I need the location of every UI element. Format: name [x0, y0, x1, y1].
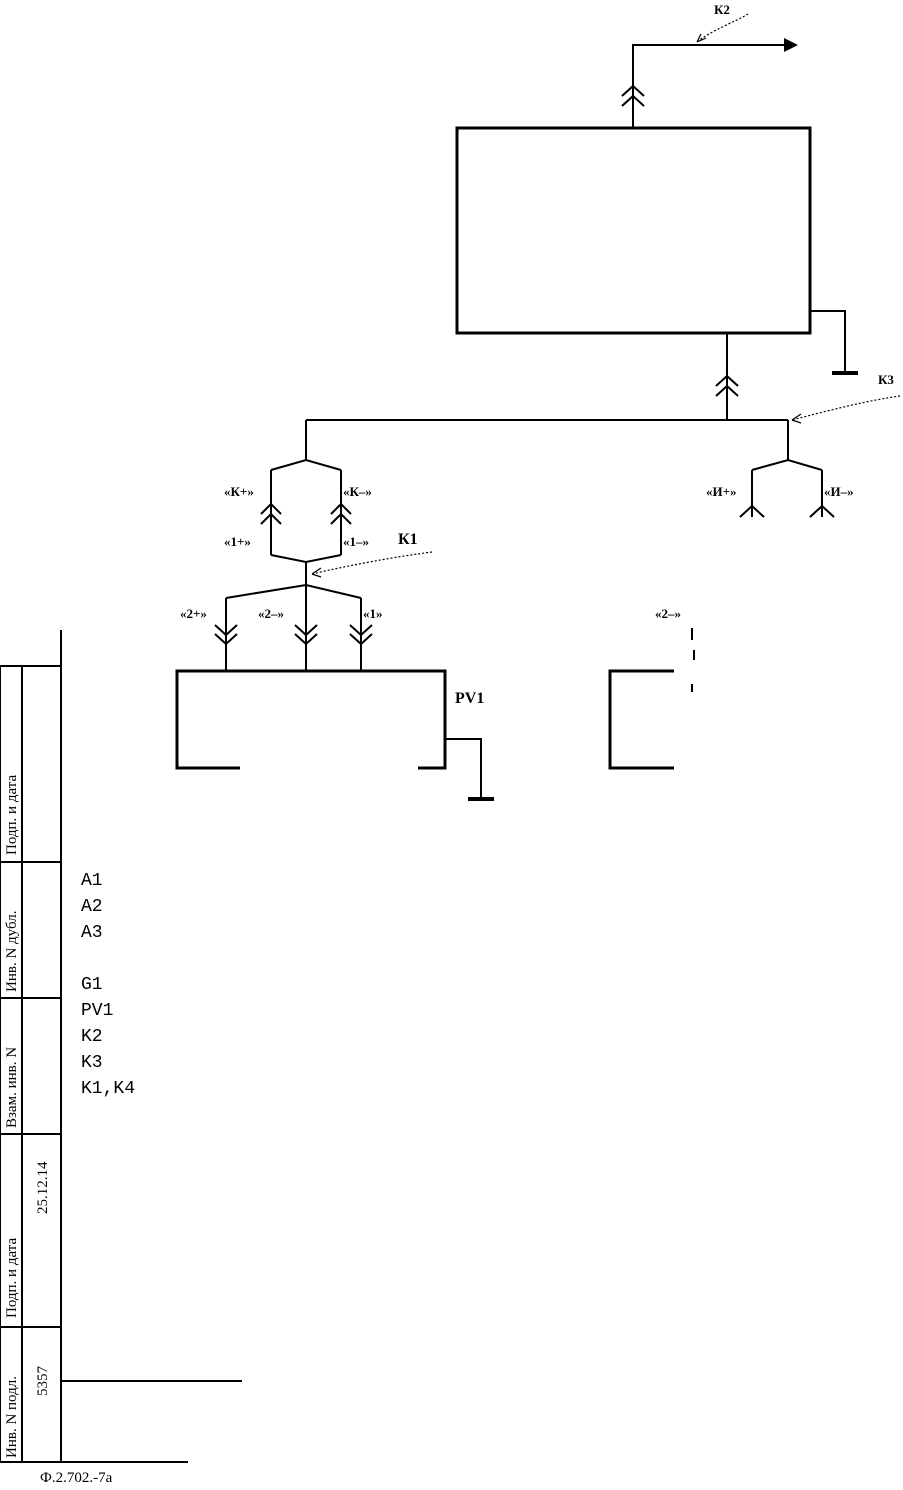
- component-item: G1: [81, 975, 103, 995]
- k1-lower-fork: [270, 554, 342, 564]
- right-fork: [751, 458, 823, 471]
- k2-leader: [696, 13, 749, 43]
- k1-label: К1: [398, 531, 418, 548]
- k3-leader-arrow: [791, 413, 802, 424]
- k3-label: К3: [878, 372, 894, 387]
- k2-arrowhead: [784, 38, 798, 52]
- k-minus-connector: [330, 502, 352, 525]
- right-partial-fragment: [691, 628, 695, 692]
- d1-plus-label: «1+»: [224, 534, 251, 549]
- i-minus-connector: [809, 504, 835, 518]
- i-minus-label: «И–»: [824, 484, 854, 499]
- top-block: [455, 126, 812, 335]
- stamp-vzam-inv: Взам. инв. N: [4, 1047, 20, 1128]
- d1-minus-label: «1–»: [343, 534, 369, 549]
- top-block-ground-wire: [810, 310, 846, 372]
- stamp-inv-podl-value: 5357: [35, 1366, 51, 1397]
- i-plus-label: «И+»: [706, 484, 737, 499]
- component-item: K3: [81, 1053, 103, 1073]
- pv1-ground-wire: [445, 738, 482, 798]
- pv1-block: [175, 669, 447, 770]
- stamp-inv-dubl: Инв. N дубл.: [4, 911, 20, 992]
- component-item: A1: [81, 871, 103, 891]
- i-plus-connector: [739, 504, 765, 518]
- d1-label: «1»: [363, 606, 383, 621]
- d2-minus-label: «2–»: [258, 606, 284, 621]
- d2-minus-right-label: «2–»: [655, 606, 681, 621]
- component-item: K2: [81, 1027, 103, 1047]
- component-list: A1 A2 A3 G1 PV1 K2 K3 K1,K4: [81, 871, 135, 1099]
- component-item: K1,K4: [81, 1079, 135, 1099]
- k1-upper-fork: [270, 458, 342, 471]
- k1-leader-arrow: [311, 567, 322, 578]
- d2-plus-label: «2+»: [180, 606, 207, 621]
- stamp-inv-podl: Инв. N подл.: [4, 1376, 20, 1458]
- right-partial-block: [608, 669, 674, 770]
- form-code: Ф.2.702.-7а: [40, 1470, 113, 1485]
- stamp-podp-data-1: Подп. и дата: [4, 775, 20, 855]
- k-plus-connector: [260, 502, 282, 525]
- pv1-connector-2: [294, 624, 318, 646]
- k2-label: К2: [714, 2, 730, 17]
- component-item: A3: [81, 923, 103, 943]
- k-minus-label: «К–»: [343, 484, 372, 499]
- pv1-connector-3: [349, 624, 373, 646]
- top-connector-symbol: [621, 84, 645, 107]
- middle-connector-symbol: [715, 374, 739, 397]
- stamp-podp-data-2: Подп. и дата: [4, 1238, 20, 1318]
- k2-leader-arrow: [696, 33, 707, 43]
- component-item: A2: [81, 897, 103, 917]
- pv1-label: PV1: [455, 690, 484, 707]
- stamp-date-value: 25.12.14: [35, 1161, 51, 1214]
- k1-split: [225, 583, 362, 599]
- k3-leader: [791, 395, 901, 421]
- k-plus-label: «К+»: [224, 484, 254, 499]
- k1-leader: [311, 551, 433, 575]
- pv1-connector-1: [214, 624, 238, 646]
- top-block-output-wire: [632, 44, 788, 128]
- component-item: PV1: [81, 1001, 113, 1021]
